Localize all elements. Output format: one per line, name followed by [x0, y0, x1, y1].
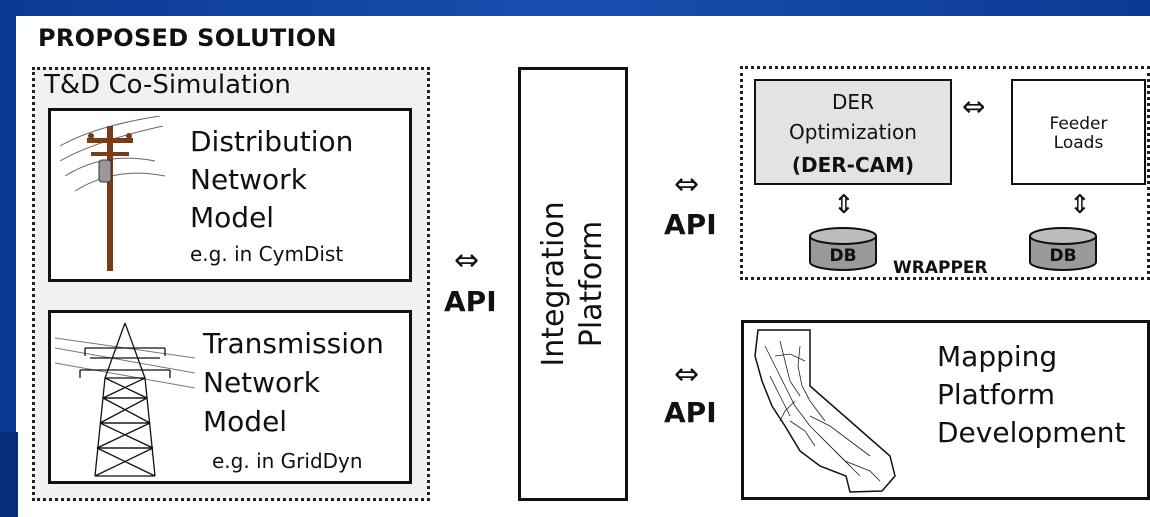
der-line3: (DER-CAM) — [791, 153, 915, 177]
top-right-api-arrow-icon: ⇔ — [674, 167, 700, 202]
wrapper-group — [740, 66, 1150, 280]
transmission-line1: Transmission — [203, 327, 384, 360]
transmission-line3: Model — [203, 405, 288, 438]
transmission-line2: Network — [203, 366, 320, 399]
feeder-line1: Feeder — [1049, 114, 1108, 134]
distribution-line1: Distribution — [190, 125, 354, 158]
feeder-line2: Loads — [1053, 133, 1104, 153]
mapping-line3: Development — [937, 416, 1126, 449]
distribution-line2: Network — [190, 163, 307, 196]
feeder-loads-box — [1011, 79, 1146, 185]
der-db-arrow-icon: ⇕ — [833, 190, 855, 220]
der-line1: DER — [832, 90, 874, 114]
transmission-model-box — [48, 310, 412, 484]
top-right-api-label: API — [664, 208, 717, 241]
page-title: PROPOSED SOLUTION — [38, 24, 337, 52]
bottom-right-api-label: API — [664, 396, 717, 429]
left-database-icon — [809, 227, 877, 271]
distribution-example: e.g. in CymDist — [190, 242, 344, 266]
integration-platform-box — [518, 67, 628, 501]
wrapper-label: WRAPPER — [893, 258, 988, 278]
integration-platform-label: Integration Platform — [535, 201, 611, 366]
feeder-db-arrow-icon: ⇕ — [1069, 190, 1091, 220]
mapping-line2: Platform — [937, 378, 1056, 411]
integration-line1: Integration — [536, 201, 571, 367]
bottom-right-api-arrow-icon: ⇔ — [674, 357, 700, 392]
transmission-tower-icon — [55, 322, 195, 477]
integration-line2: Platform — [574, 220, 609, 348]
transmission-example: e.g. in GridDyn — [212, 449, 363, 473]
distribution-line3: Model — [190, 201, 275, 234]
california-map-icon — [754, 329, 896, 493]
right-database-icon — [1029, 227, 1097, 271]
left-db-label: DB — [829, 246, 857, 266]
left-accent-strip — [0, 432, 18, 517]
der-feeder-arrow-icon: ⇔ — [962, 90, 986, 123]
der-optimization-box — [754, 79, 952, 185]
distribution-pole-icon — [59, 116, 165, 271]
right-db-label: DB — [1049, 246, 1077, 266]
left-api-label: API — [444, 285, 497, 318]
td-cosimulation-label: T&D Co-Simulation — [44, 70, 291, 100]
left-api-arrow-icon: ⇔ — [454, 243, 480, 278]
mapping-line1: Mapping — [937, 340, 1058, 373]
der-line2: Optimization — [789, 120, 917, 144]
